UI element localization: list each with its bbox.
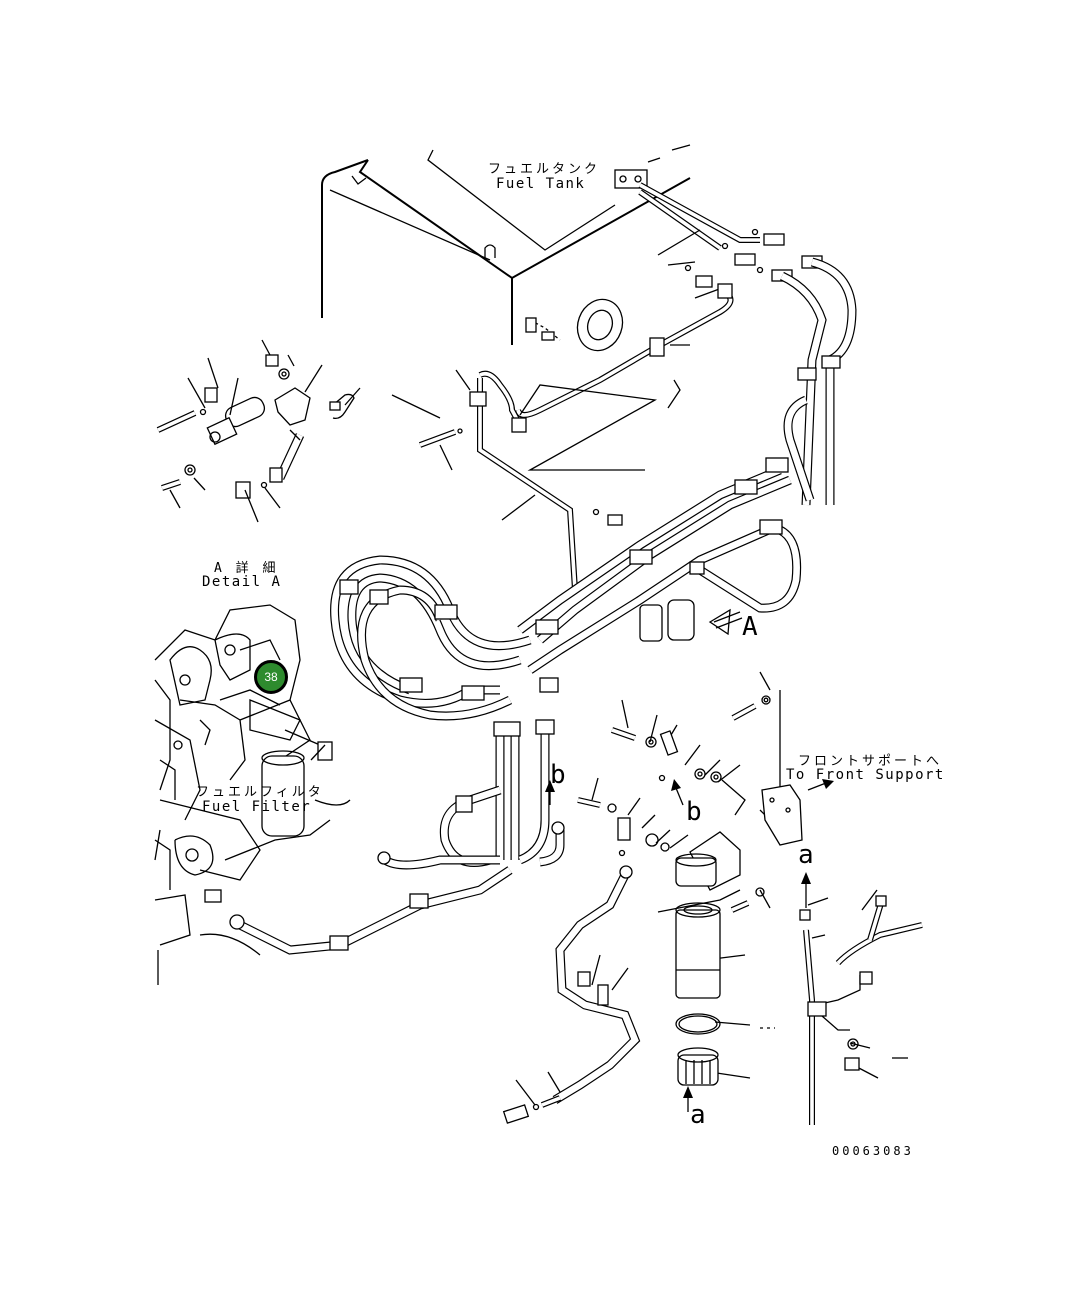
fuel-filter-label-jp: フュエルフィルタ (196, 785, 324, 800)
reference-arrows (545, 608, 834, 1112)
main-pipe-bundle (469, 370, 802, 693)
ref-a-upper-letter: a (798, 840, 814, 870)
leader-lines (169, 229, 908, 1106)
upper-left-parts (156, 354, 463, 499)
detail-a-label-jp: A 詳 細 (214, 561, 279, 576)
view-a-letter: A (742, 612, 758, 642)
fuel-filter-assembly (577, 695, 803, 1086)
front-support-tube (799, 895, 923, 1125)
front-support-label-jp: フロントサポートへ (798, 754, 943, 769)
tank-return-lines (515, 182, 857, 506)
ref-b-lower-letter: b (686, 797, 702, 827)
detail-a-label-en: Detail A (202, 574, 282, 590)
part-callout-38[interactable]: 38 (254, 660, 288, 694)
fuel-filter-label-en: Fuel Filter (202, 799, 312, 815)
drawing-number: 00063083 (832, 1144, 914, 1158)
front-support-label-en: To Front Support (786, 767, 945, 783)
drain-hose (502, 865, 641, 1124)
ref-b-upper-letter: b (550, 760, 566, 790)
part-callout-number: 38 (264, 670, 278, 684)
ref-a-lower-letter: a (690, 1100, 706, 1130)
engine-hose-loops (229, 555, 565, 955)
fuel-tank-label-jp: フュエルタンク (488, 162, 601, 177)
fuel-tank (321, 144, 691, 352)
engine-detail-a (154, 604, 351, 985)
fuel-tank-label-en: Fuel Tank (496, 176, 586, 192)
